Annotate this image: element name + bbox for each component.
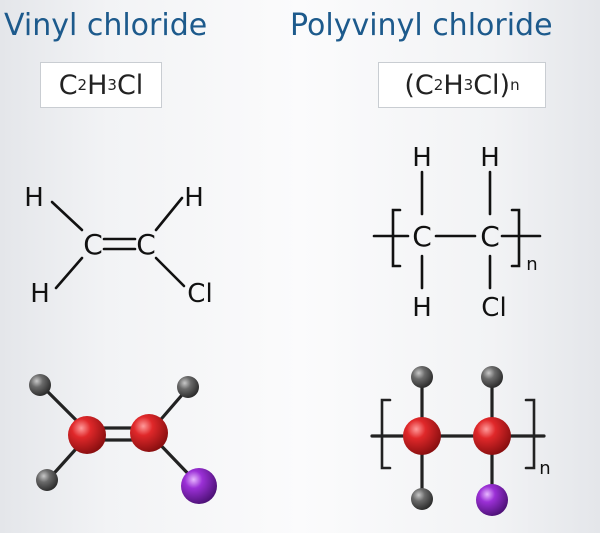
atom-h-top-left: H (24, 183, 44, 213)
model-bracket-left (380, 398, 392, 470)
vinyl-chloride-structure (50, 196, 186, 290)
formula-repeat-n: n (510, 76, 520, 94)
carbon-atom-icon (403, 417, 441, 455)
carbon-atom-icon (68, 416, 106, 454)
hydrogen-atom-icon (177, 376, 199, 398)
atom-cl: Cl (481, 293, 506, 323)
bracket-right (510, 208, 521, 268)
formula-close-paren: ) (499, 69, 511, 101)
bracket-left (391, 208, 402, 268)
formula-hydrogen-count: 3 (463, 76, 474, 94)
formula-hydrogen: H (87, 69, 108, 101)
model-bracket-right (524, 398, 536, 470)
atom-cl: Cl (187, 279, 212, 309)
carbon-atom-icon (473, 417, 511, 455)
polyvinyl-chloride-title: Polyvinyl chloride (290, 8, 553, 43)
formula-open-paren: ( (404, 69, 415, 101)
hydrogen-atom-icon (481, 366, 503, 388)
hydrogen-atom-icon (36, 469, 58, 491)
bond-c2-cl (154, 256, 186, 288)
carbon-atom-icon (130, 414, 168, 452)
formula-carbon: C (58, 69, 78, 101)
atom-c2: C (480, 220, 500, 253)
formula-hydrogen-count: 3 (107, 76, 117, 94)
bond-h-c1-bottom (54, 256, 84, 290)
atom-c2: C (136, 228, 156, 261)
atom-h-top-right: H (184, 183, 204, 213)
pvc-model: n (370, 366, 551, 516)
hydrogen-atom-icon (411, 366, 433, 388)
atom-h-top-2: H (480, 143, 500, 173)
hydrogen-atom-icon (29, 374, 51, 396)
pvc-structure (372, 170, 542, 290)
vinyl-chloride-title: Vinyl chloride (4, 8, 208, 43)
formula-chlorine: Cl (473, 69, 500, 101)
vinyl-chloride-model (29, 374, 217, 504)
formula-carbon-count: 2 (77, 76, 88, 94)
formula-hydrogen: H (443, 69, 464, 101)
formula-carbon-count: 2 (433, 76, 444, 94)
formula-carbon: C (414, 69, 434, 101)
bond-h-c1-top (50, 200, 84, 232)
atom-h-bottom: H (412, 293, 432, 323)
chlorine-atom-icon (476, 484, 508, 516)
atom-c1: C (412, 220, 432, 253)
atom-h-top-1: H (412, 143, 432, 173)
formula-chlorine: Cl (116, 69, 144, 101)
atom-c1: C (83, 228, 103, 261)
atom-h-bottom-left: H (30, 279, 50, 309)
chlorine-atom-icon (181, 468, 217, 504)
model-repeat-unit-n: n (539, 458, 550, 479)
repeat-unit-n: n (526, 254, 537, 275)
hydrogen-atom-icon (411, 488, 433, 510)
bond-c2-h-top (154, 196, 184, 232)
